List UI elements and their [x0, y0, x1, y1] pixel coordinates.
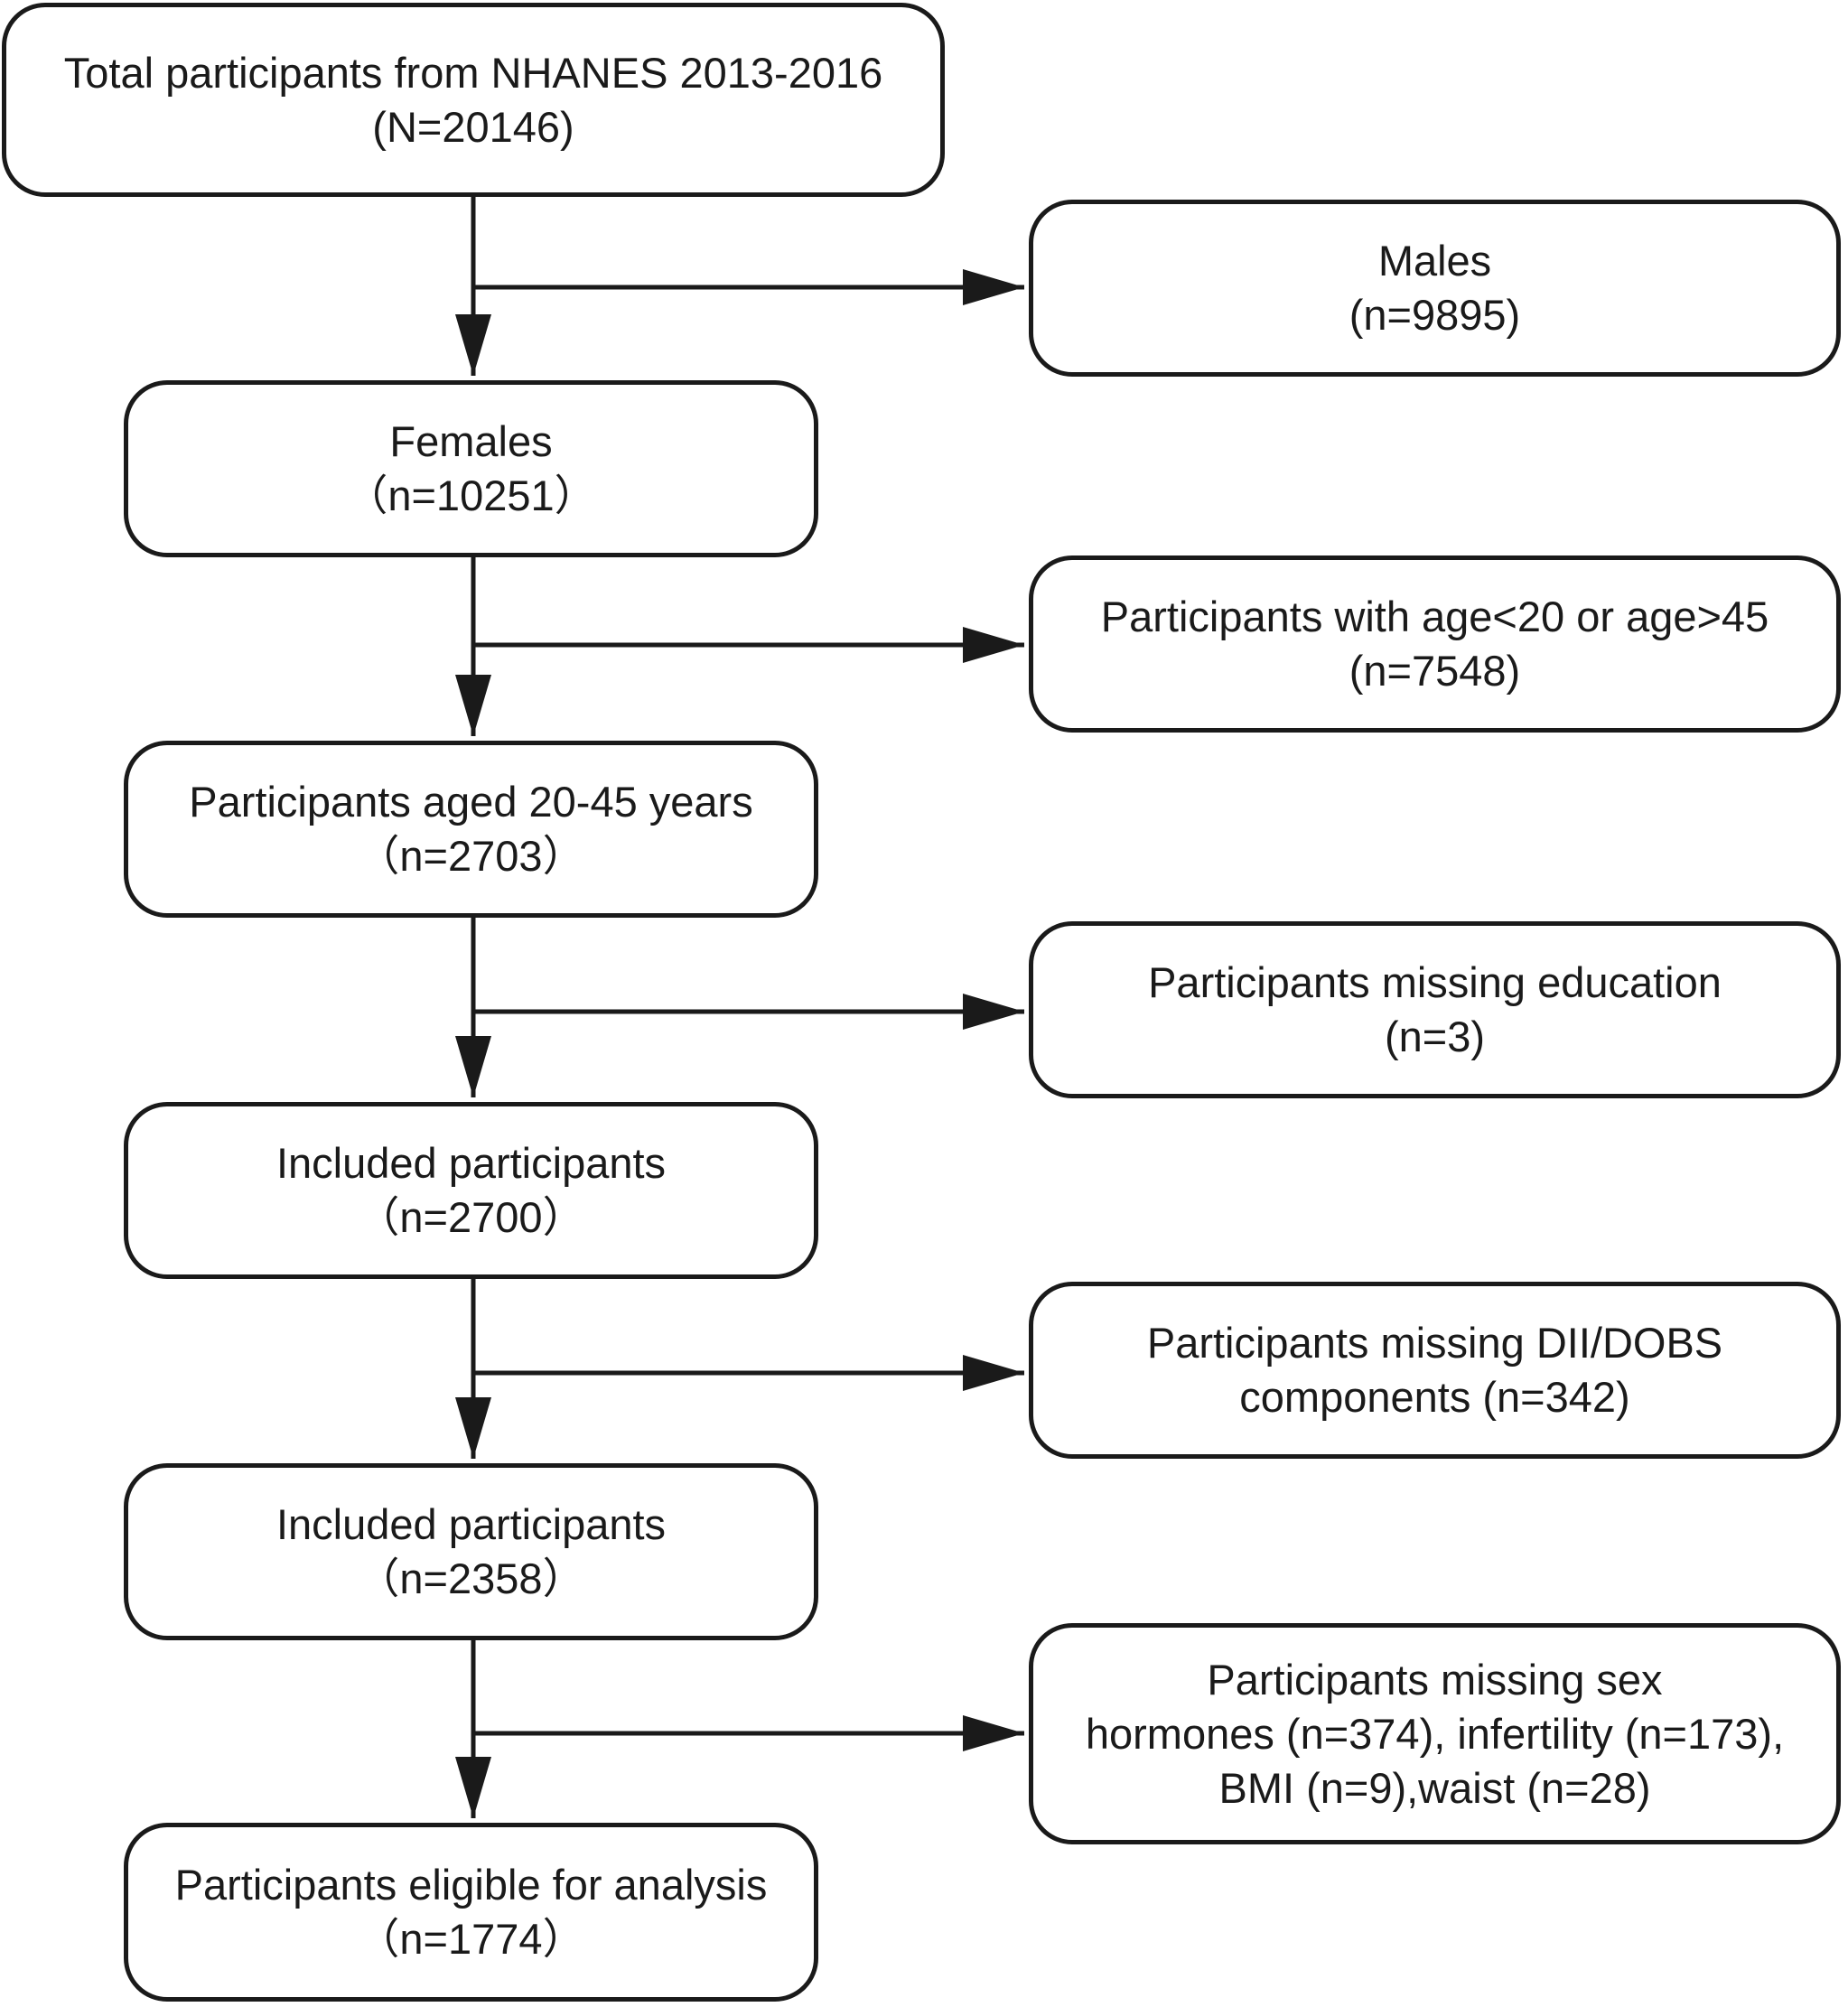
aged-20-45-label: Participants aged 20-45 years: [189, 778, 753, 826]
sex-hormones-excluded-box: Participants missing sex hormones (n=374…: [1029, 1623, 1841, 1844]
education-excluded-box: Participants missing education (n=3): [1029, 921, 1841, 1098]
included-participants-label-1: Included participants: [275, 1139, 667, 1187]
sex-hormones-excluded-line-3: BMI (n=9),waist (n=28): [1218, 1763, 1651, 1812]
males-label: Males: [1377, 237, 1492, 285]
dii-dobs-excluded-box: Participants missing DII/DOBS components…: [1029, 1282, 1841, 1459]
males-box: Males (n=9895): [1029, 200, 1841, 377]
included-participants-count-2: （n=2358）: [357, 1554, 585, 1602]
education-excluded-count: (n=3): [1384, 1013, 1486, 1060]
total-participants-label: Total participants from NHANES 2013-2016: [63, 48, 883, 97]
females-label: Females: [389, 417, 553, 465]
included-participants-box-1: Included participants （n=2700）: [124, 1102, 818, 1279]
sex-hormones-excluded-line-2: hormones (n=374), infertility (n=173),: [1085, 1709, 1785, 1758]
eligible-for-analysis-box: Participants eligible for analysis （n=17…: [124, 1823, 818, 2002]
aged-20-45-box: Participants aged 20-45 years （n=2703）: [124, 741, 818, 918]
dii-dobs-excluded-count: components (n=342): [1239, 1373, 1630, 1421]
age-excluded-box: Participants with age<20 or age>45 (n=75…: [1029, 555, 1841, 733]
age-excluded-label: Participants with age<20 or age>45: [1100, 593, 1769, 640]
sex-hormones-excluded-line-1: Participants missing sex: [1207, 1655, 1663, 1704]
aged-20-45-count: （n=2703）: [357, 832, 585, 880]
included-participants-count-1: （n=2700）: [357, 1193, 585, 1241]
females-count: （n=10251）: [345, 471, 597, 519]
included-participants-label-2: Included participants: [275, 1500, 667, 1548]
eligible-for-analysis-label: Participants eligible for analysis: [174, 1861, 768, 1909]
total-participants-count: (N=20146): [372, 102, 574, 151]
included-participants-box-2: Included participants （n=2358）: [124, 1463, 818, 1640]
dii-dobs-excluded-label: Participants missing DII/DOBS: [1146, 1319, 1723, 1367]
total-participants-box: Total participants from NHANES 2013-2016…: [2, 3, 945, 197]
education-excluded-label: Participants missing education: [1148, 958, 1722, 1006]
males-count: (n=9895): [1349, 291, 1521, 339]
females-box: Females （n=10251）: [124, 380, 818, 557]
age-excluded-count: (n=7548): [1349, 647, 1521, 695]
eligible-for-analysis-count: （n=1774）: [357, 1915, 585, 1963]
